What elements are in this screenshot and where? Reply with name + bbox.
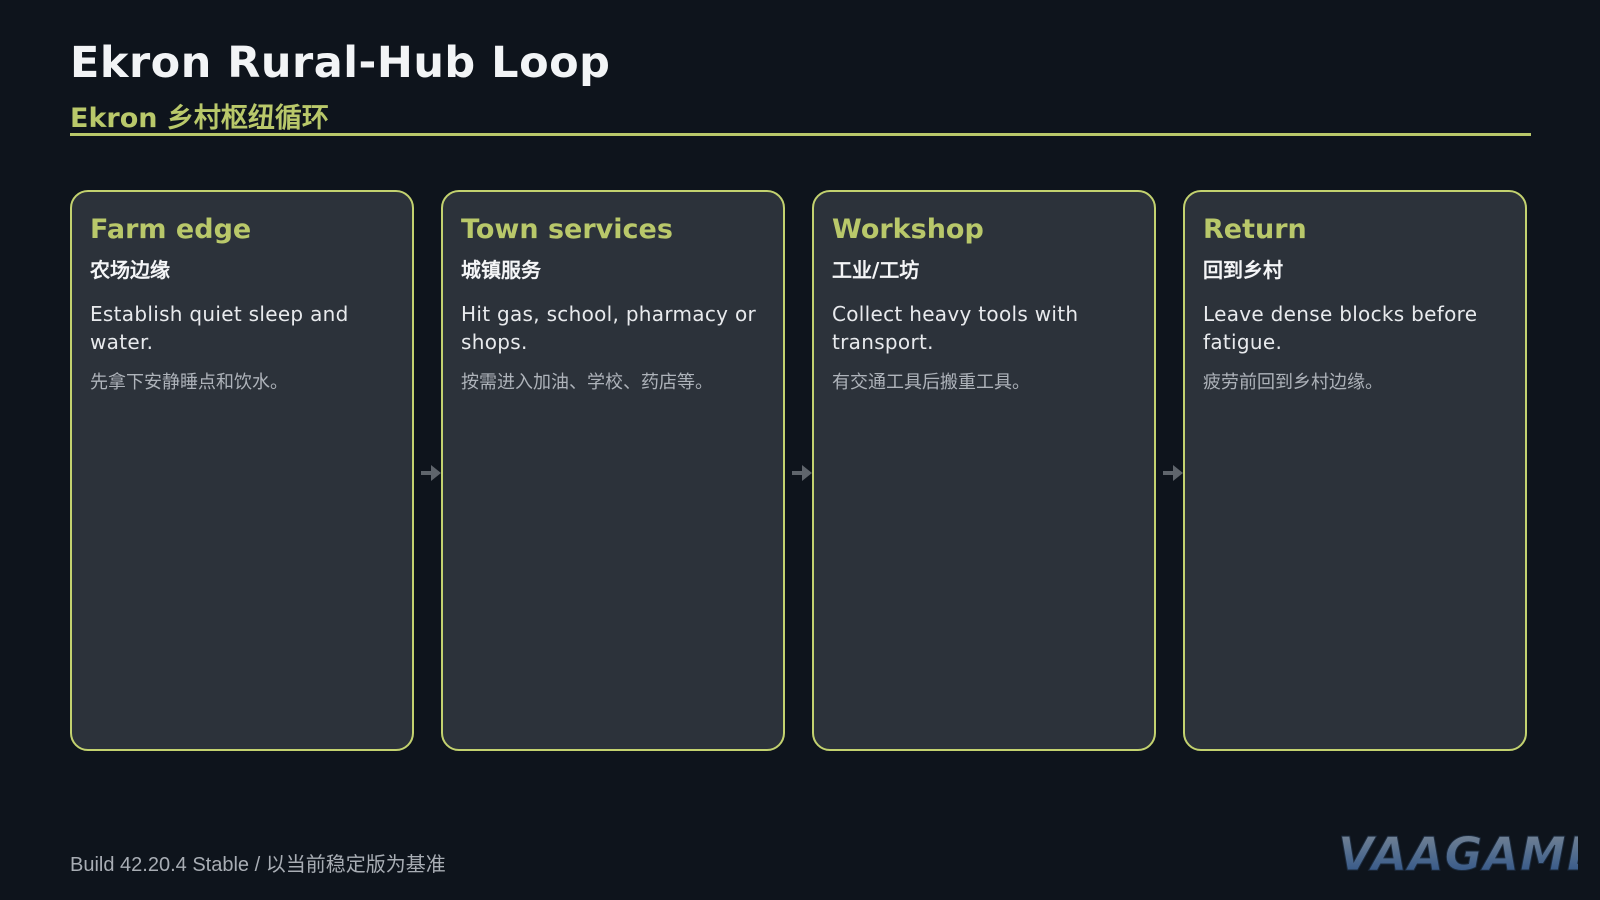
card-description: Establish quiet sleep and water. [90, 302, 349, 354]
card-description: Leave dense blocks before fatigue. [1203, 302, 1478, 354]
flow-arrow-icon [792, 465, 812, 481]
flow-arrow-icon [421, 465, 441, 481]
build-footer: Build 42.20.4 Stable / 以当前稳定版为基准 [70, 854, 446, 876]
logo-text: VAAGAME [1338, 828, 1578, 878]
card-title-zh: 工业/工坊 [832, 258, 920, 282]
card-description-zh: 有交通工具后搬重工具。 [832, 372, 1030, 393]
vaagame-logo: VAAGAME [1338, 828, 1578, 878]
card-title: Return [1203, 214, 1307, 245]
card-description: Hit gas, school, pharmacy or shops. [461, 302, 757, 354]
title-divider [70, 133, 1531, 136]
card-title: Workshop [832, 214, 984, 245]
flow-arrow-icon [1163, 465, 1183, 481]
card-farm-edge: Farm edge 农场边缘 Establish quiet sleep and… [70, 190, 414, 751]
card-title-zh: 回到乡村 [1203, 258, 1283, 282]
card-workshop: Workshop 工业/工坊 Collect heavy tools with … [812, 190, 1156, 751]
card-return: Return 回到乡村 Leave dense blocks before fa… [1183, 190, 1527, 751]
card-title-zh: 农场边缘 [90, 258, 170, 282]
page-title: Ekron Rural-Hub Loop [70, 38, 611, 88]
page-subtitle: Ekron 乡村枢纽循环 [70, 103, 329, 134]
card-title: Farm edge [90, 214, 252, 245]
card-description-zh: 按需进入加油、学校、药店等。 [461, 372, 713, 393]
card-title-zh: 城镇服务 [461, 258, 541, 282]
card-description-zh: 疲劳前回到乡村边缘。 [1203, 372, 1383, 393]
card-description: Collect heavy tools with transport. [832, 302, 1079, 354]
card-description-zh: 先拿下安静睡点和饮水。 [90, 372, 288, 393]
card-title: Town services [461, 214, 673, 245]
card-town-services: Town services 城镇服务 Hit gas, school, phar… [441, 190, 785, 751]
